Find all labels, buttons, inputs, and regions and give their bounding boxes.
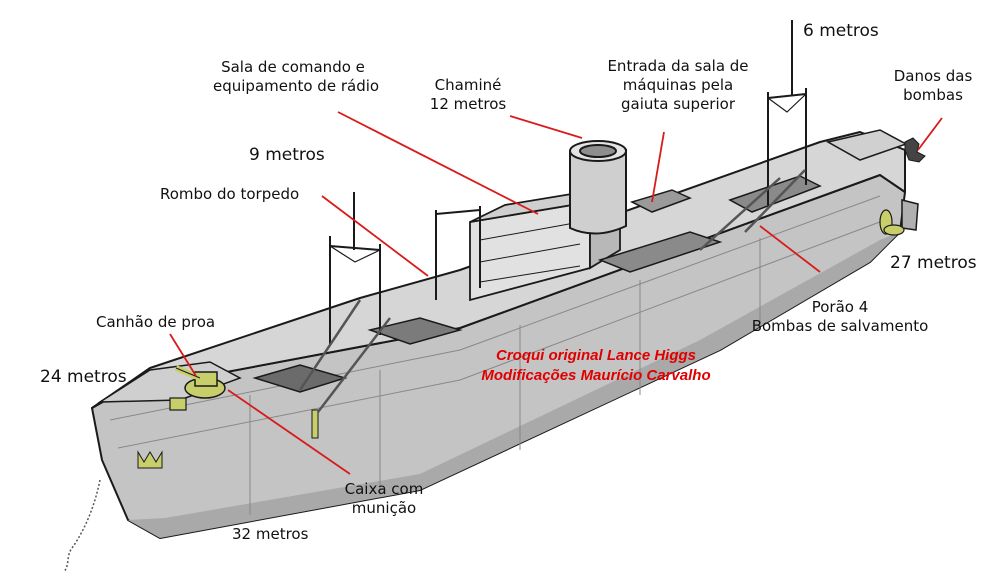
credit-line1: Croqui original Lance Higgs — [495, 347, 697, 364]
bomb-damage — [904, 137, 926, 163]
bow-gun — [174, 365, 226, 399]
label-caixa-line1: Caixa com — [344, 480, 424, 498]
label-entrada-line2: máquinas pela — [622, 75, 734, 94]
label-chamine-line1: Chaminé — [434, 76, 502, 94]
label-chamine-line2: 12 metros — [429, 94, 507, 113]
label-sala-line1: Sala de comando e — [221, 58, 365, 76]
engine-skylight — [629, 189, 692, 213]
label-entrada-line3: gaiuta superior — [621, 94, 735, 113]
credit-line2: Modificações Maurício Carvalho — [481, 366, 711, 384]
hull-emblem — [137, 450, 163, 469]
derricks — [298, 169, 806, 413]
label-caixa-municao: Caixa com munição — [334, 480, 434, 518]
label-porao-line1: Porão 4 — [811, 298, 869, 316]
label-caixa-line2: munição — [351, 498, 417, 517]
salvage-pump — [311, 409, 319, 439]
label-entrada-line1: Entrada da sala de — [607, 57, 749, 75]
label-rombo-torpedo: Rombo do torpedo — [160, 185, 300, 203]
label-9-metros: 9 metros — [249, 145, 325, 165]
propeller — [879, 209, 905, 236]
midship-posts — [435, 206, 481, 300]
credits: Croqui original Lance Higgs Modificações… — [462, 346, 730, 385]
aft-mast — [767, 20, 807, 205]
label-sala-line2: equipamento de rádio — [213, 76, 380, 95]
forward-mast — [329, 192, 381, 345]
label-danos-line1: Danos das — [893, 67, 973, 85]
label-porao-line2: Bombas de salvamento — [751, 316, 929, 335]
rudder — [901, 199, 919, 231]
label-6-metros: 6 metros — [803, 21, 879, 41]
label-danos-line2: bombas — [903, 85, 963, 104]
funnel — [569, 140, 627, 235]
label-32-metros: 32 metros — [232, 525, 309, 543]
hull-plate-lines — [109, 195, 886, 515]
pointer-lines — [169, 111, 943, 475]
label-canhao-proa: Canhão de proa — [96, 313, 216, 331]
anchor-chain — [63, 479, 101, 573]
label-porao-4: Porão 4 Bombas de salvamento — [742, 298, 938, 336]
label-danos-bombas: Danos das bombas — [888, 67, 978, 105]
label-27-metros: 27 metros — [890, 253, 977, 273]
label-24-metros: 24 metros — [40, 367, 127, 387]
label-sala-comando: Sala de comando e equipamento de rádio — [213, 58, 380, 96]
label-chamine: Chaminé 12 metros — [418, 76, 518, 114]
ammo-box — [169, 397, 187, 411]
label-entrada-maquinas: Entrada da sala de máquinas pela gaiuta … — [598, 57, 758, 113]
